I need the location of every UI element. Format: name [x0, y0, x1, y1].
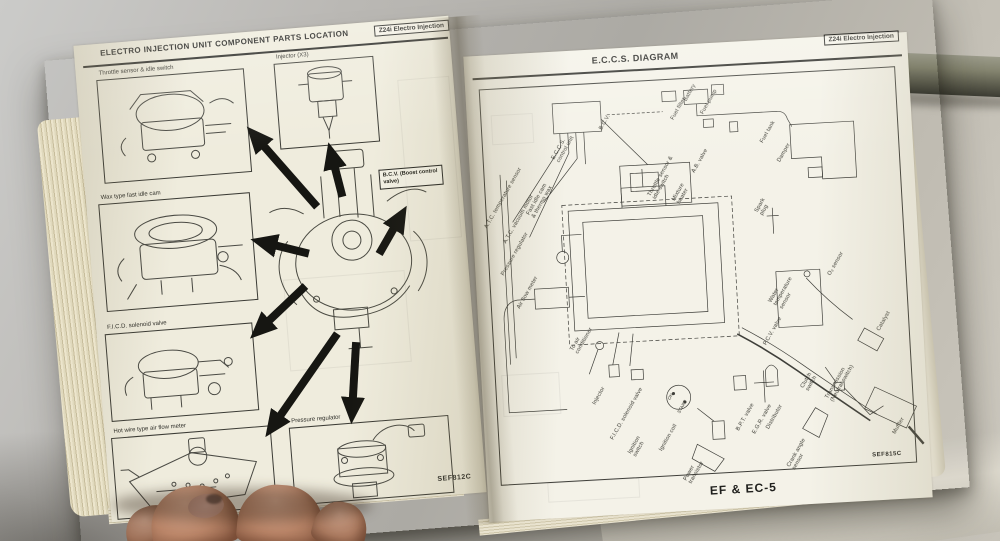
component-box-ficd-valve: F.I.C.D. solenoid valve: [104, 320, 260, 422]
left-page: ELECTRO INJECTION UNIT COMPONENT PARTS L…: [73, 15, 487, 523]
component-box-throttle-sensor: Throttle sensor & idle switch: [96, 65, 253, 184]
component-box-pressure-regulator: Pressure regulator: [288, 415, 455, 506]
throttle-sensor-illustration: [120, 90, 234, 163]
component-box-injector: Injector (X3): [273, 52, 381, 150]
injector-illustration: [298, 66, 353, 139]
central-unit-illustration: [246, 126, 428, 438]
pressure-regulator-illustration: [333, 423, 426, 499]
fast-idle-cam-illustration: [117, 214, 243, 300]
eccs-diagram-art: [478, 66, 925, 486]
component-box-fast-idle-cam: Wax type fast idle cam: [98, 190, 259, 313]
right-page: E.C.C.S. DIAGRAM Z24i Electro Injection: [463, 30, 933, 523]
ficd-valve-illustration: [124, 349, 233, 410]
